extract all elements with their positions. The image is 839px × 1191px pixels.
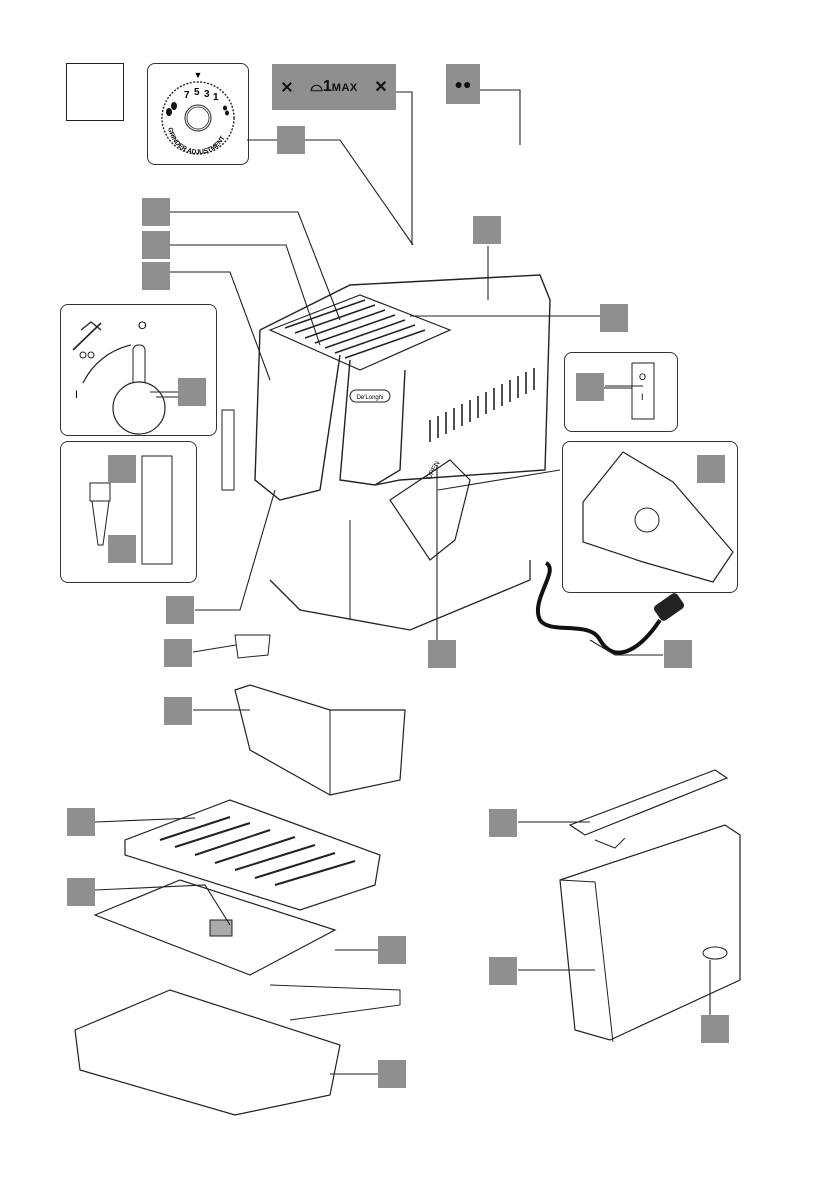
callout-cup-warming-tray — [142, 198, 170, 226]
callout-filter-wrench — [108, 535, 136, 563]
callout-softener-float — [701, 1015, 729, 1043]
coffee-beans-icon: ●● — [454, 76, 472, 92]
plug-icon — [653, 593, 685, 621]
measuring-scoop-icon: ⌓1MAX — [310, 78, 358, 95]
water-softener-float-icon — [702, 946, 728, 960]
callout-drip-tray-float — [67, 878, 95, 906]
grinder-dial-icon: ▼ 7 5 3 1 GRINDER ADJUSTMENT — [161, 70, 235, 156]
water-softener-filter-icon — [141, 455, 173, 565]
rotation-arrow-icon — [82, 344, 132, 384]
callout-bean-lid-button — [142, 231, 170, 259]
callout-grinder-adjustment — [277, 126, 305, 154]
svg-text:I: I — [75, 389, 78, 401]
infuser-door-icon — [389, 459, 471, 561]
pre-ground-icon-strip: ⨯ ⌓1MAX ✕ — [272, 64, 396, 110]
callout-brew-unit — [697, 455, 725, 483]
brew-unit-icon — [582, 451, 734, 583]
callout-water-tank-front — [142, 262, 170, 290]
condensate-tray-part — [74, 984, 401, 1116]
callout-drip-tray — [378, 936, 406, 964]
callout-coffee-spout — [166, 596, 194, 624]
callout-infuser-door — [428, 640, 456, 668]
callout-bean-container — [473, 216, 501, 244]
measuring-scoop-part — [234, 634, 271, 659]
coarse-bean-icon — [166, 108, 172, 116]
svg-text:I: I — [641, 392, 644, 402]
callout-main-switch — [576, 373, 604, 401]
callout-power-cable — [664, 640, 692, 668]
no-ground-coffee-icon: ⨯ — [280, 79, 294, 96]
dial-number-3: 3 — [204, 89, 210, 100]
callout-measuring-scoop — [164, 639, 192, 667]
filter-wrench-icon — [89, 482, 111, 502]
water-tank-part — [559, 824, 741, 1043]
svg-text:O: O — [639, 372, 646, 382]
drip-tray-float-icon — [209, 919, 233, 937]
callout-grounds-container — [164, 697, 192, 725]
steam-dial-icon: O I — [72, 320, 181, 435]
figure-letter-box — [66, 63, 124, 121]
callout-cup-tray — [67, 808, 95, 836]
main-switch-icon — [631, 362, 655, 420]
callout-condensate-tray — [378, 1060, 406, 1088]
water-tank-lid-part — [568, 769, 729, 849]
coffee-machine-body: De'Longhi OPEN — [221, 274, 551, 631]
coffee-beans-badge: ●● — [446, 64, 480, 104]
callout-water-tank-lid — [489, 809, 517, 837]
fine-bean-icon — [223, 105, 227, 111]
grinder-adjustment-inset: ▼ 7 5 3 1 GRINDER ADJUSTMENT — [147, 63, 249, 165]
svg-text:De'Longhi: De'Longhi — [357, 395, 384, 401]
cup-warming-tray-icon — [268, 294, 452, 371]
dial-number-7: 7 — [184, 90, 190, 101]
callout-water-tank — [489, 957, 517, 985]
brand-logo — [349, 389, 391, 403]
coffee-grounds-container-part — [234, 684, 406, 796]
steam-dial-inset: O I — [60, 304, 217, 436]
svg-text:O: O — [138, 320, 147, 332]
dial-number-1: 1 — [213, 92, 219, 103]
no-beans-icon: ✕ — [374, 79, 388, 96]
drip-tray-part — [93, 879, 337, 976]
steam-icon — [80, 321, 102, 331]
cappuccino-nozzle-icon — [221, 409, 235, 491]
callout-filter — [108, 455, 136, 483]
dial-pointer: ▼ — [194, 70, 203, 80]
callout-steam-dial — [178, 378, 206, 406]
dial-number-5: 5 — [194, 87, 200, 98]
cup-tray-part — [124, 799, 381, 911]
power-cable-icon — [536, 561, 685, 655]
callout-pre-ground-funnel — [600, 304, 628, 332]
